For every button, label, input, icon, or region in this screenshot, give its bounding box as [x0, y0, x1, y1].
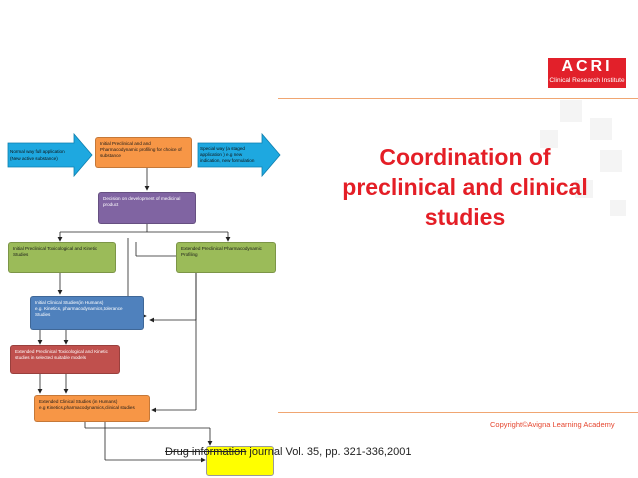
extended-tox-kinetic-box: Extended Preclinical Toxicological and K…: [10, 345, 120, 374]
citation-rest: journal Vol. 35, pp. 321-336,2001: [246, 446, 412, 458]
extended-clinical-studies-box: Extended Clinical Studies (in Humans) e.…: [34, 395, 150, 422]
right-arrow-label: Special way (a staged application ) e.g …: [200, 146, 254, 164]
decorative-square: [560, 100, 582, 122]
decorative-square: [575, 180, 593, 198]
initial-clinical-studies-box: Initial Clinical Studies(in Humans) e.g.…: [30, 296, 144, 330]
logo-subtitle: Clinical Research Institute: [549, 77, 625, 84]
box-text-line: substance: [100, 153, 121, 158]
copyright-text: Copyright©Avigna Learning Academy: [490, 420, 615, 429]
arrow-text-line: Normal way full application: [10, 149, 65, 154]
arrow-text-line: (New active substance): [10, 156, 58, 161]
right-blue-arrow: [197, 132, 281, 178]
final-outcome-box: [206, 446, 274, 476]
decorative-square: [590, 118, 612, 140]
box-text-line: Studies: [13, 252, 29, 257]
box-text-line: e.g Kinetics,pharmacodynamics,clinical s…: [39, 405, 135, 410]
box-text-line: Studies: [35, 312, 51, 317]
bottom-divider: [278, 412, 638, 413]
decision-box: Decision on development of medicinal pro…: [98, 192, 196, 224]
box-text-line: Extended Preclinical Pharmacodynamic: [181, 246, 262, 251]
arrow-text-line: indication, new formulation: [200, 158, 255, 163]
acri-logo: ACRI Clinical Research Institute: [548, 58, 626, 88]
arrow-text-line: application ) e.g new: [200, 152, 243, 157]
citation-struck-text: Drug information: [165, 446, 247, 458]
title-line: Coordination of: [379, 144, 551, 170]
box-text-line: Pharmacodynamic profiling for choice of: [100, 147, 182, 152]
title-line: preclinical and clinical: [342, 174, 588, 200]
box-text-line: e.g. Kinetics, pharmacodynamics,toleranc…: [35, 306, 123, 311]
box-text-line: Initial Preclinical Toxicological and Ki…: [13, 246, 98, 251]
box-text-line: Extended Clinical Studies (in Humans): [39, 399, 118, 404]
title-line: studies: [424, 204, 506, 230]
slide-title: Coordination of preclinical and clinical…: [320, 142, 610, 232]
left-blue-arrow: [7, 132, 93, 178]
box-text-line: Profiling: [181, 252, 198, 257]
box-text-line: Decision on development of medicinal: [103, 196, 181, 201]
box-text-line: product: [103, 202, 119, 207]
extended-pd-profiling-box: Extended Preclinical Pharmacodynamic Pro…: [176, 242, 276, 273]
logo-name: ACRI: [561, 58, 613, 75]
box-text-line: studies in selected suitable models: [15, 355, 86, 360]
arrow-text-line: Special way (a staged: [200, 146, 245, 151]
top-divider: [278, 98, 638, 99]
decorative-square: [610, 200, 626, 216]
decorative-square: [600, 150, 622, 172]
box-text-line: Extended Preclinical Toxicological and K…: [15, 349, 108, 354]
initial-tox-kinetic-box: Initial Preclinical Toxicological and Ki…: [8, 242, 116, 273]
box-text-line: Initial Clinical Studies(in Humans): [35, 300, 104, 305]
citation: Drug information journal Vol. 35, pp. 32…: [165, 446, 411, 458]
left-arrow-label: Normal way full application (New active …: [10, 148, 65, 162]
initial-preclinical-box: Initial Preclinical and and Pharmacodyna…: [95, 137, 192, 168]
decorative-square: [540, 130, 558, 148]
box-text-line: Initial Preclinical and and: [100, 141, 151, 146]
